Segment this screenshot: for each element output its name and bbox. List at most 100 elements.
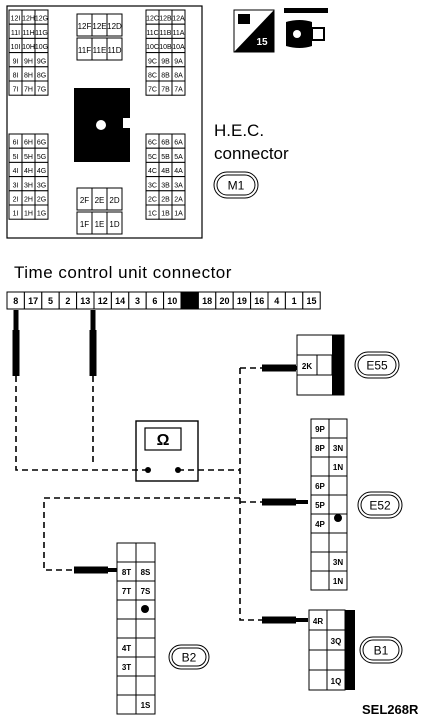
probe-b2-body — [74, 566, 108, 574]
hec-left-upper-cell-label: 10I — [11, 44, 21, 51]
probe-e52-body — [262, 498, 296, 506]
b2-cell — [135, 637, 156, 658]
e55-connector-tab — [332, 335, 344, 395]
e52-pin-label: 5P — [315, 501, 325, 510]
hec-right-lower-cell-label: 2B — [161, 197, 170, 204]
hec-right-upper-cell-label: 8A — [174, 73, 183, 80]
tcu-pin-label: 19 — [237, 296, 247, 306]
b2-lock — [141, 605, 149, 613]
e52-pin-label: 9P — [315, 425, 325, 434]
fuse-icon-label: 15 — [256, 37, 268, 48]
b2-cell — [116, 542, 137, 563]
tcu-pin-label: 2 — [65, 296, 70, 306]
e52-cell — [328, 418, 348, 439]
tcu-pin-label: 16 — [254, 296, 264, 306]
tcu-title: Time control unit connector — [14, 263, 232, 282]
e55-badge-label: E55 — [366, 359, 388, 373]
e52-lock — [334, 514, 342, 522]
fuse-icon-fill — [234, 10, 274, 52]
hec-mid-top-cell-label: 12D — [107, 22, 122, 31]
e52-badge-label: E52 — [369, 499, 391, 513]
hec-left-lower-cell-label: 1G — [37, 211, 46, 218]
b2-pin-label: 7T — [122, 587, 131, 596]
hec-left-lower-cell-label: 5G — [37, 154, 46, 161]
hec-left-upper-cell-label: 8G — [37, 73, 46, 80]
hec-right-lower-cell-label: 4A — [174, 168, 183, 175]
hec-right-upper-cell-label: 12B — [159, 16, 172, 23]
b1-pin-label: 4R — [313, 617, 323, 626]
tcu-pin-label: 4 — [274, 296, 279, 306]
hec-right-lower-cell-label: 5B — [161, 154, 170, 161]
tcu-pin-label: 12 — [98, 296, 108, 306]
fuse-icon-chip — [238, 14, 250, 24]
b2-cell — [116, 618, 137, 639]
hec-left-lower-cell-label: 4H — [24, 168, 33, 175]
hec-right-upper-cell-label: 11A — [173, 30, 185, 37]
hec-center-hole — [96, 120, 106, 130]
hec-title: H.E.C. — [214, 121, 265, 140]
hec-right-lower-cell-label: 4C — [148, 168, 157, 175]
hec-mid-bottom-cell-label: 1D — [109, 220, 119, 229]
hec-left-upper-cell-label: 11H — [22, 30, 34, 37]
hec-subtitle: connector — [214, 144, 289, 163]
e52-pin-label: 1N — [333, 463, 343, 472]
hec-right-lower-cell-label: 3A — [174, 182, 183, 189]
b2-cell — [135, 675, 156, 696]
hec-left-lower-cell — [34, 204, 49, 220]
b1-cell — [326, 649, 346, 671]
hec-left-upper-cell-label: 7I — [13, 87, 19, 94]
hec-left-lower-cell-label: 3G — [37, 182, 46, 189]
connector-icon-pin — [293, 30, 301, 38]
wire-bus-vertical — [239, 368, 262, 621]
hec-right-upper-cell-label: 7C — [148, 87, 157, 94]
hec-left-upper-cell-label: 10H — [22, 44, 35, 51]
e52-cell — [328, 570, 348, 591]
e52-cell — [310, 456, 330, 477]
hec-right-lower-cell-label: 1B — [161, 211, 170, 218]
hec-mid-bottom-cell-label: 1E — [95, 220, 105, 229]
e52-badge-inner — [360, 494, 400, 516]
hec-mid-top-cell — [106, 13, 123, 37]
hec-right-upper-cell-label: 9B — [161, 58, 170, 65]
tcu-pin-label: 3 — [135, 296, 140, 306]
e52-pin-label: 6P — [315, 482, 325, 491]
hec-left-upper-cell-label: 8I — [13, 73, 19, 80]
hec-left-upper-cell-label: 7G — [37, 87, 46, 94]
tcu-pin-label: 15 — [306, 296, 316, 306]
figure-id: SEL268R — [362, 702, 419, 717]
hec-right-upper-cell-label: 8B — [161, 73, 170, 80]
hec-right-upper-cell-label: 9C — [148, 58, 157, 65]
probe-b1-body — [262, 616, 296, 624]
e52-cell — [328, 494, 348, 515]
hec-left-lower-cell-label: 6H — [24, 140, 33, 147]
hec-left-lower-cell-label: 4I — [13, 168, 19, 175]
tcu-pin-label: 17 — [28, 296, 38, 306]
hec-left-upper-cell-label: 9I — [13, 58, 19, 65]
hec-left-lower-cell-label: 5H — [24, 154, 33, 161]
ohmmeter-display — [144, 427, 182, 451]
b2-cell — [116, 599, 137, 620]
hec-mid-top-cell-label: 12F — [78, 22, 92, 31]
connector-icon-plug — [311, 27, 325, 41]
connector-icon-strip — [284, 8, 328, 13]
hec-right-upper-cell-label: 11C — [146, 30, 158, 37]
hec-left-lower-cell-label: 2H — [24, 197, 33, 204]
b2-cell — [135, 656, 156, 677]
hec-right-lower-cell-label: 1C — [148, 211, 157, 218]
hec-mid-top-cell — [106, 37, 123, 61]
hec-left-upper-cell-label: 12H — [22, 16, 35, 23]
hec-right-lower-cell-label: 2C — [148, 197, 157, 204]
hec-mid-bottom-cell — [106, 187, 123, 211]
hec-mid-top-cell-label: 11F — [78, 46, 91, 55]
tcu-pin-label: 1 — [292, 296, 297, 306]
hec-right-lower-cell-label: 3C — [148, 182, 157, 189]
b2-pin-label: 8S — [141, 568, 151, 577]
b1-badge-inner — [362, 639, 400, 661]
hec-left-lower-cell-label: 4G — [37, 168, 46, 175]
hec-mid-bottom-cell-label: 2F — [80, 196, 89, 205]
e55-badge-inner — [357, 354, 397, 376]
hec-right-lower-cell-label: 6A — [174, 140, 183, 147]
b2-cell — [135, 694, 156, 715]
hec-badge-label: M1 — [228, 179, 245, 193]
b1-badge-label: B1 — [374, 644, 389, 658]
